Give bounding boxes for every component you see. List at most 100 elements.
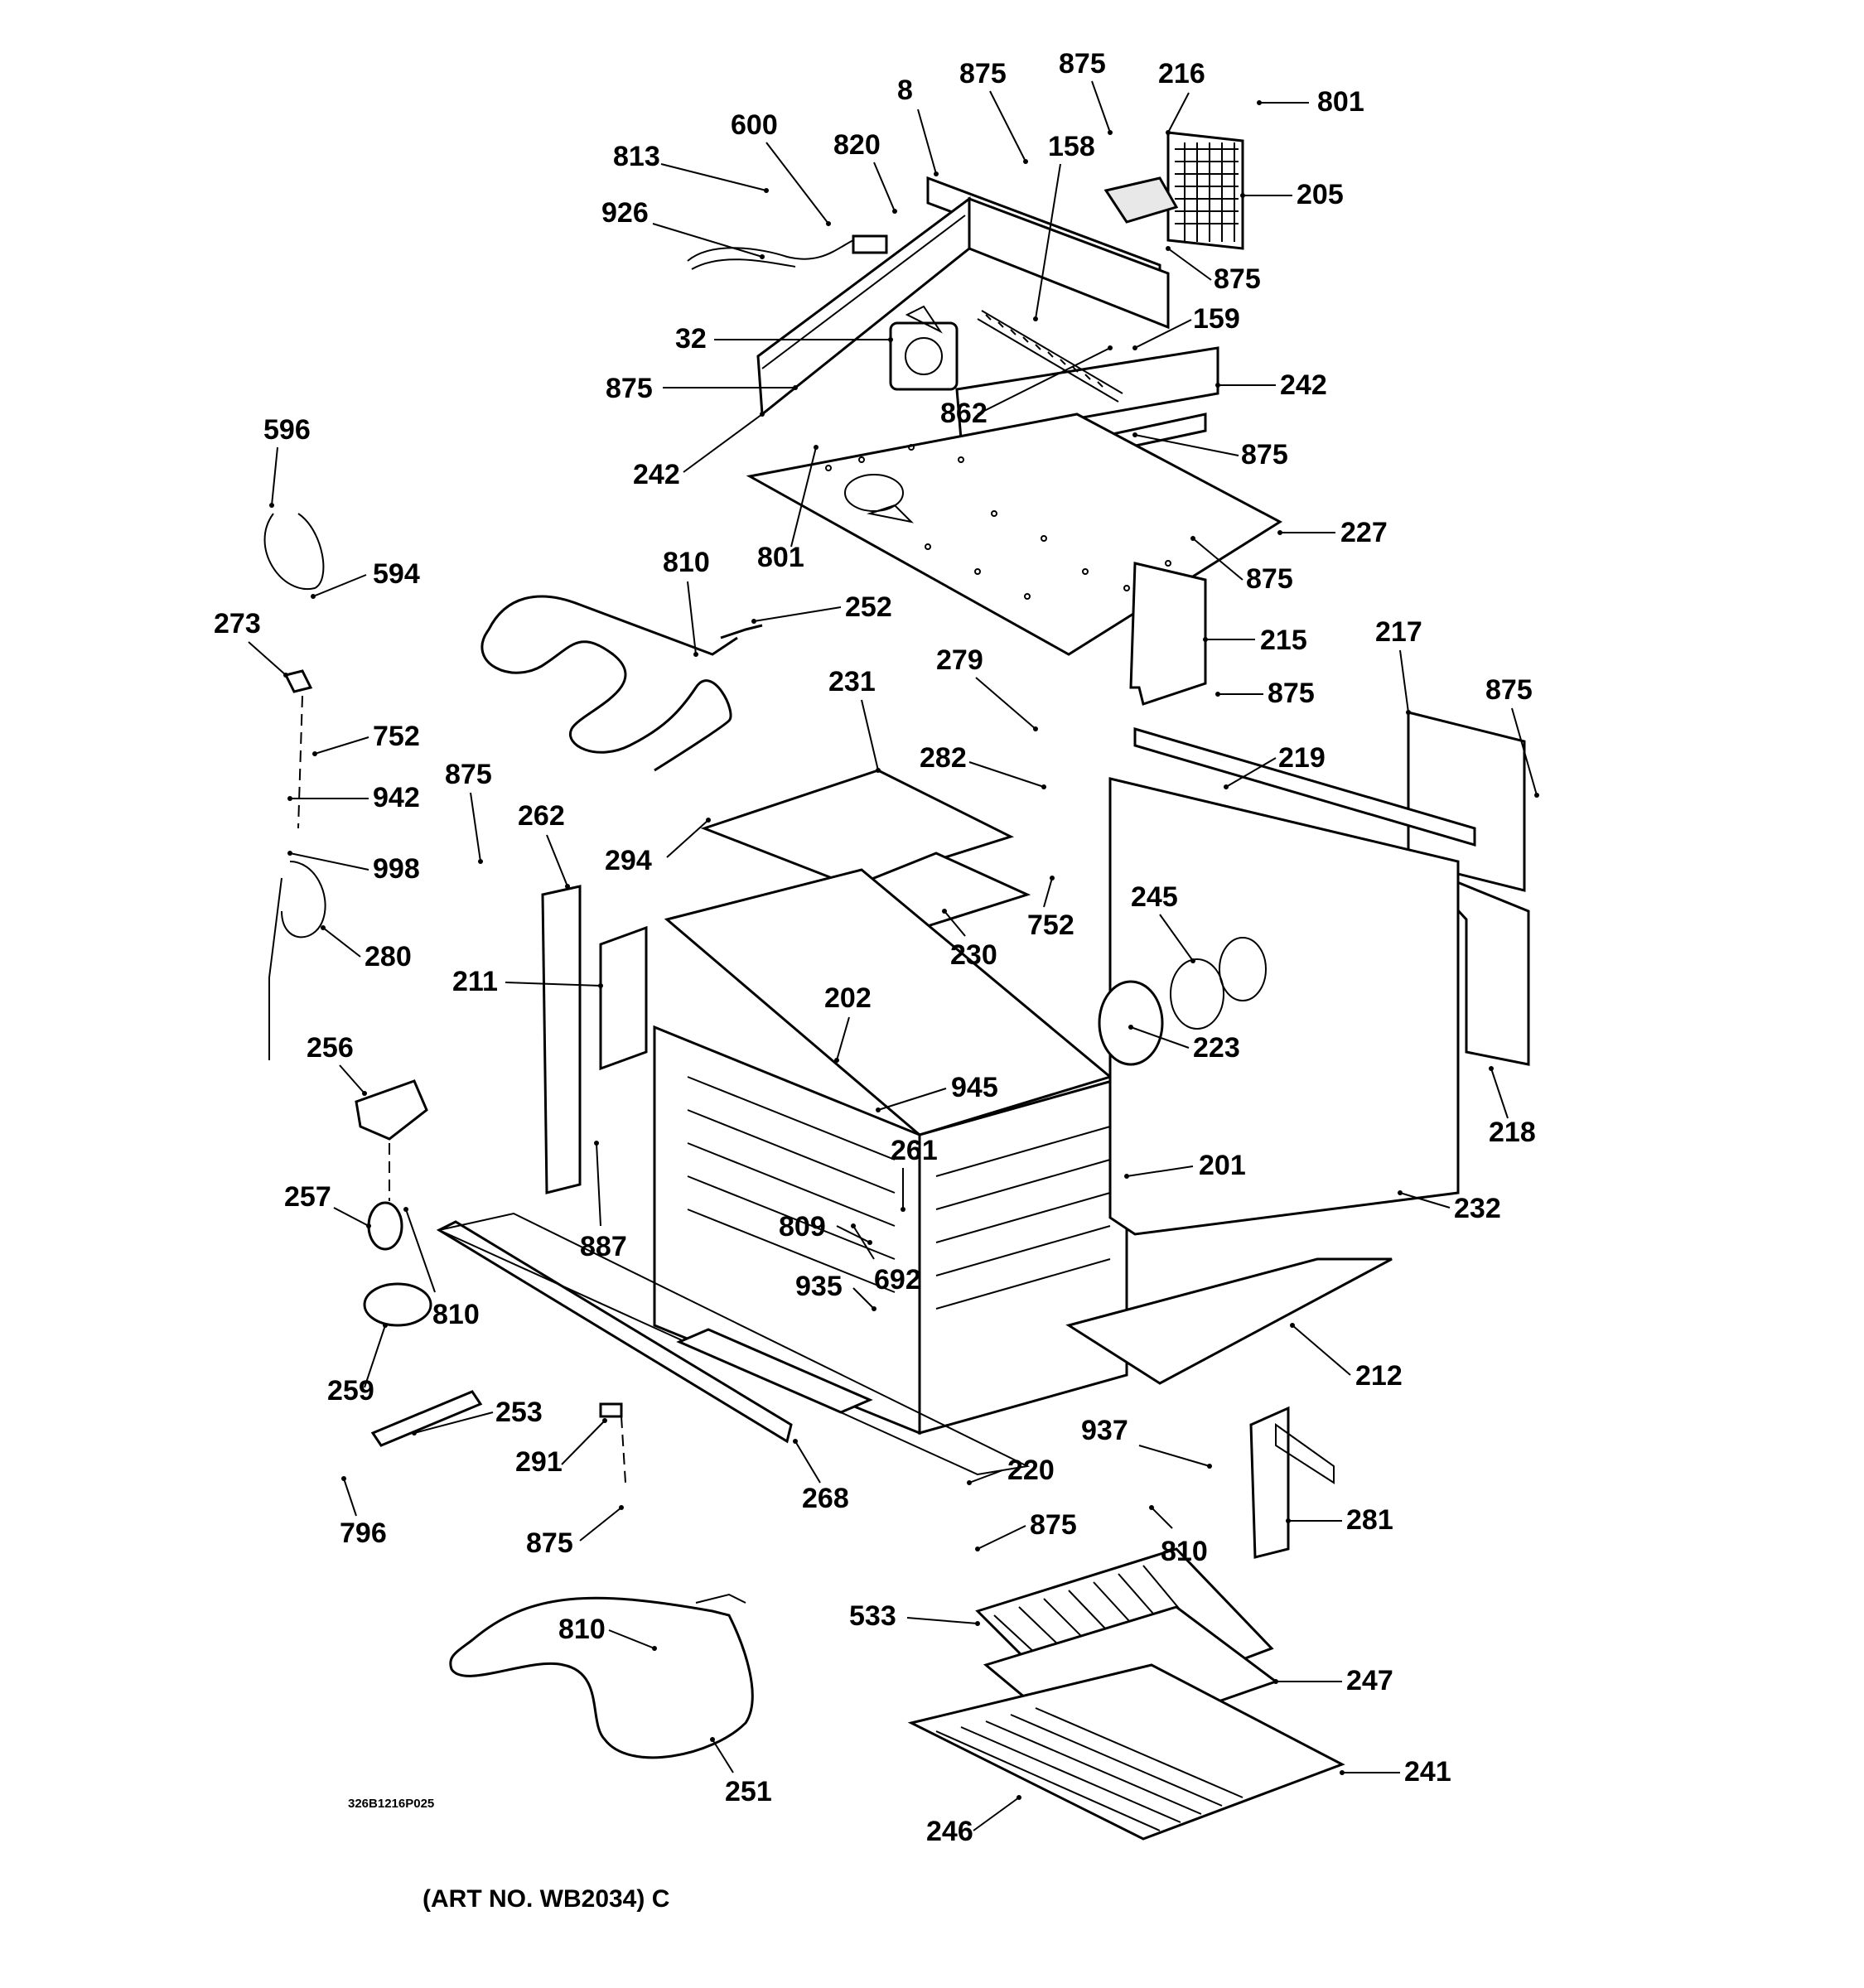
callout-leader-line <box>683 413 763 473</box>
callout-leader-line <box>1490 1068 1509 1119</box>
callout-leader-end <box>760 254 765 259</box>
callout-label-887: 887 <box>580 1231 627 1262</box>
side-trim-217-218 <box>1407 711 1530 1066</box>
callout-label-245: 245 <box>1131 881 1178 913</box>
callout-label-158: 158 <box>1048 131 1095 162</box>
callout-label-259: 259 <box>327 1375 374 1407</box>
callout-leader-end <box>876 768 881 773</box>
callout-leader-line <box>652 223 763 258</box>
callout-label-211: 211 <box>452 966 498 997</box>
callout-label-232: 232 <box>1454 1193 1501 1224</box>
callout-leader-line <box>944 910 966 937</box>
callout-leader-end <box>1128 1025 1133 1030</box>
callout-leader-line <box>877 1088 947 1111</box>
callout-leader-end <box>975 1546 980 1551</box>
callout-label-801: 801 <box>1317 86 1364 118</box>
callout-label-273: 273 <box>214 608 261 639</box>
callout-leader-end <box>1166 246 1171 251</box>
callout-leader-line <box>660 163 767 191</box>
callout-leader-line <box>289 852 369 871</box>
callout-leader-line <box>1043 877 1053 908</box>
callout-label-875: 875 <box>1268 678 1315 709</box>
callout-leader-end <box>867 1240 872 1245</box>
callout-label-201: 201 <box>1199 1150 1246 1181</box>
callout-leader-line <box>873 162 896 212</box>
callout-label-810: 810 <box>432 1299 480 1330</box>
callout-leader-line <box>753 606 842 622</box>
callout-leader-line <box>836 1016 850 1061</box>
callout-leader-line <box>1134 319 1192 349</box>
callout-leader-line <box>836 1225 871 1243</box>
callout-label-945: 945 <box>951 1072 998 1103</box>
callout-leader-line <box>1091 80 1111 133</box>
callout-leader-line <box>505 982 601 987</box>
callout-label-692: 692 <box>874 1264 921 1296</box>
callout-leader-line <box>852 1287 875 1310</box>
callout-leader-line <box>968 761 1045 788</box>
callout-label-261: 261 <box>891 1135 938 1166</box>
callout-leader-line <box>975 677 1036 730</box>
callout-leader-end <box>1033 726 1038 731</box>
callout-leader-end <box>1207 1464 1212 1469</box>
callout-leader-line <box>579 1507 622 1542</box>
wiring-harness-600 <box>687 234 888 270</box>
callout-leader-line <box>1130 1026 1190 1049</box>
callout-label-241: 241 <box>1404 1756 1451 1788</box>
callout-leader-line <box>917 109 937 175</box>
callout-leader-line <box>1167 92 1190 133</box>
callout-label-252: 252 <box>845 591 892 623</box>
callout-leader-line <box>561 1420 606 1465</box>
callout-label-875: 875 <box>606 373 653 404</box>
callout-label-202: 202 <box>824 982 872 1014</box>
callout-leader-end <box>975 1621 980 1626</box>
callout-leader-line <box>1292 1325 1351 1376</box>
callout-label-926: 926 <box>601 197 649 229</box>
callout-label-752: 752 <box>373 721 420 752</box>
callout-label-279: 279 <box>936 644 983 676</box>
callout-leader-end <box>826 221 831 226</box>
callout-leader-end <box>706 818 711 823</box>
callout-label-217: 217 <box>1375 616 1422 648</box>
callout-label-294: 294 <box>605 845 652 876</box>
callout-leader-line <box>989 90 1026 162</box>
callout-leader-end <box>1534 793 1539 798</box>
callout-leader-end <box>764 188 769 193</box>
callout-leader-line <box>973 1797 1020 1831</box>
callout-leader-end <box>1023 159 1028 164</box>
callout-leader-end <box>321 925 326 930</box>
callout-leader-end <box>1240 193 1245 198</box>
callout-label-251: 251 <box>725 1776 772 1807</box>
callout-label-218: 218 <box>1489 1117 1536 1148</box>
callout-leader-end <box>383 1323 388 1328</box>
callout-leader-line <box>906 1617 978 1624</box>
callout-label-533: 533 <box>849 1600 896 1632</box>
callout-leader-end <box>1286 1518 1291 1523</box>
callout-label-220: 220 <box>1007 1455 1055 1486</box>
callout-leader-line <box>312 574 367 597</box>
callout-label-875: 875 <box>1214 263 1261 295</box>
callout-leader-end <box>598 983 603 988</box>
callout-label-215: 215 <box>1260 625 1307 656</box>
callout-leader-line <box>596 1142 601 1227</box>
callout-leader-line <box>1225 757 1277 788</box>
callout-leader-end <box>1203 637 1208 642</box>
callout-label-281: 281 <box>1346 1504 1393 1536</box>
callout-leader-end <box>594 1141 599 1146</box>
callout-leader-end <box>1273 1679 1278 1684</box>
callout-label-810: 810 <box>663 547 710 578</box>
callout-leader-end <box>1166 130 1171 135</box>
callout-leader-end <box>751 619 756 624</box>
callout-label-262: 262 <box>518 800 565 832</box>
callout-label-291: 291 <box>515 1446 563 1478</box>
callout-leader-line <box>333 1207 369 1227</box>
callout-label-253: 253 <box>495 1397 543 1428</box>
callout-leader-line <box>765 142 829 224</box>
callout-label-242: 242 <box>1280 369 1327 401</box>
callout-leader-end <box>1340 1770 1345 1775</box>
convection-fan-motor-32 <box>889 305 959 391</box>
callout-leader-end <box>619 1505 624 1510</box>
callout-leader-end <box>760 412 765 417</box>
callout-leader-end <box>814 445 819 450</box>
callout-label-205: 205 <box>1297 179 1344 210</box>
